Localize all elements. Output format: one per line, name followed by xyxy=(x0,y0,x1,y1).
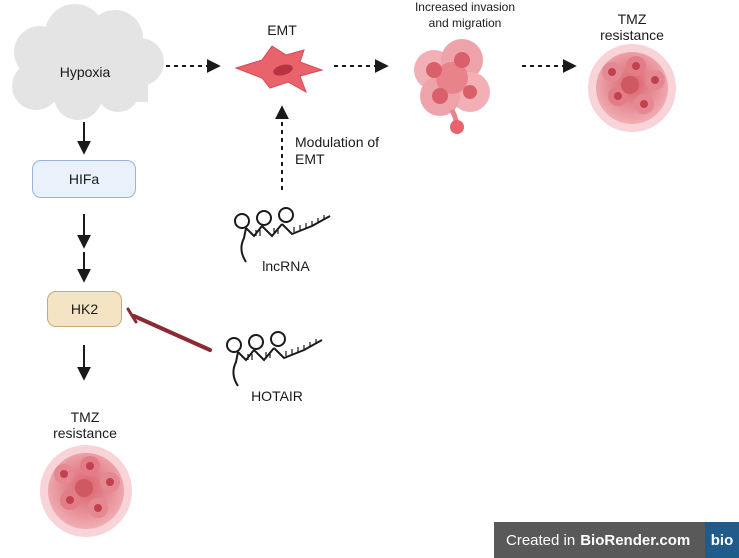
hif-label: HIFa xyxy=(68,171,100,187)
hk2-label: HK2 xyxy=(70,301,99,317)
tmz-bottom-label-line1: TMZ xyxy=(70,409,100,425)
hypoxia-cloud-icon xyxy=(12,4,164,120)
biorender-logo-icon: bio xyxy=(705,522,739,558)
hotair-label: HOTAIR xyxy=(251,388,303,404)
tmz-top-label-line1: TMZ xyxy=(617,11,647,27)
watermark-brand: BioRender.com xyxy=(580,531,691,549)
invasion-label-line1: Increased invasion xyxy=(414,0,516,14)
modulation-label-line2: EMT xyxy=(295,151,325,167)
modulation-label-line1: Modulation of xyxy=(295,134,380,150)
emt-label: EMT xyxy=(267,22,297,38)
hypoxia-label: Hypoxia xyxy=(59,64,111,80)
emt-cell-icon xyxy=(234,45,324,94)
invasion-tumor-icon xyxy=(414,39,490,134)
tmz-top-label-line2: resistance xyxy=(600,27,664,43)
tmz-tumor-bottom-icon xyxy=(40,445,132,537)
tmz-bottom-label-line2: resistance xyxy=(53,425,117,441)
lncrna-icon xyxy=(234,207,331,263)
watermark-created-in: Created in xyxy=(506,531,576,549)
biorender-watermark: Created in BioRender.com bio xyxy=(494,522,739,558)
tmz-tumor-top-icon xyxy=(588,44,676,132)
inhibition-hotair-hk2 xyxy=(126,307,212,352)
lncrna-label: lncRNA xyxy=(262,258,310,274)
invasion-label-line2: and migration xyxy=(428,16,502,30)
hotair-icon xyxy=(226,331,323,387)
hk2-node: HK2 xyxy=(47,291,122,327)
hif-node: HIFa xyxy=(32,160,136,198)
